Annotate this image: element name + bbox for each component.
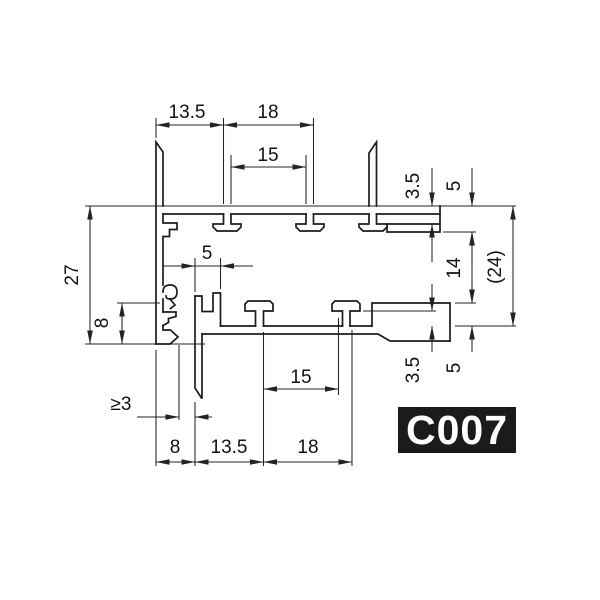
part-number-badge: C007 xyxy=(398,407,516,453)
profile-outline xyxy=(155,139,451,399)
dim-right-24: (24) xyxy=(485,250,506,284)
dim-min-3: ≥3 xyxy=(111,394,132,415)
part-number-label: C007 xyxy=(406,407,508,453)
dimension-labels: 13.5 18 15 27 8 5 3.5 5 14 (24) 3.5 5 ≥3… xyxy=(62,102,506,458)
dim-right-bottom-5: 5 xyxy=(444,363,465,374)
dim-bottom-18: 18 xyxy=(297,437,318,458)
dim-top-15: 15 xyxy=(257,145,278,166)
dim-right-14: 14 xyxy=(444,257,465,279)
dim-right-top-3-5: 3.5 xyxy=(403,173,424,199)
dim-bottom-13-5: 13.5 xyxy=(211,437,248,458)
dim-left-8: 8 xyxy=(92,318,113,329)
dim-bottom-8: 8 xyxy=(170,437,181,458)
dim-left-27: 27 xyxy=(62,264,83,285)
dim-right-bottom-3-5: 3.5 xyxy=(403,357,424,383)
dim-mid-5: 5 xyxy=(202,243,213,264)
extension-lines xyxy=(85,118,516,466)
badge-background xyxy=(398,407,516,453)
dim-right-top-5: 5 xyxy=(444,181,465,192)
dim-bottom-15: 15 xyxy=(290,367,311,388)
dim-top-13-5: 13.5 xyxy=(169,102,206,123)
dimension-lines xyxy=(87,122,516,465)
dim-top-18: 18 xyxy=(257,102,278,123)
